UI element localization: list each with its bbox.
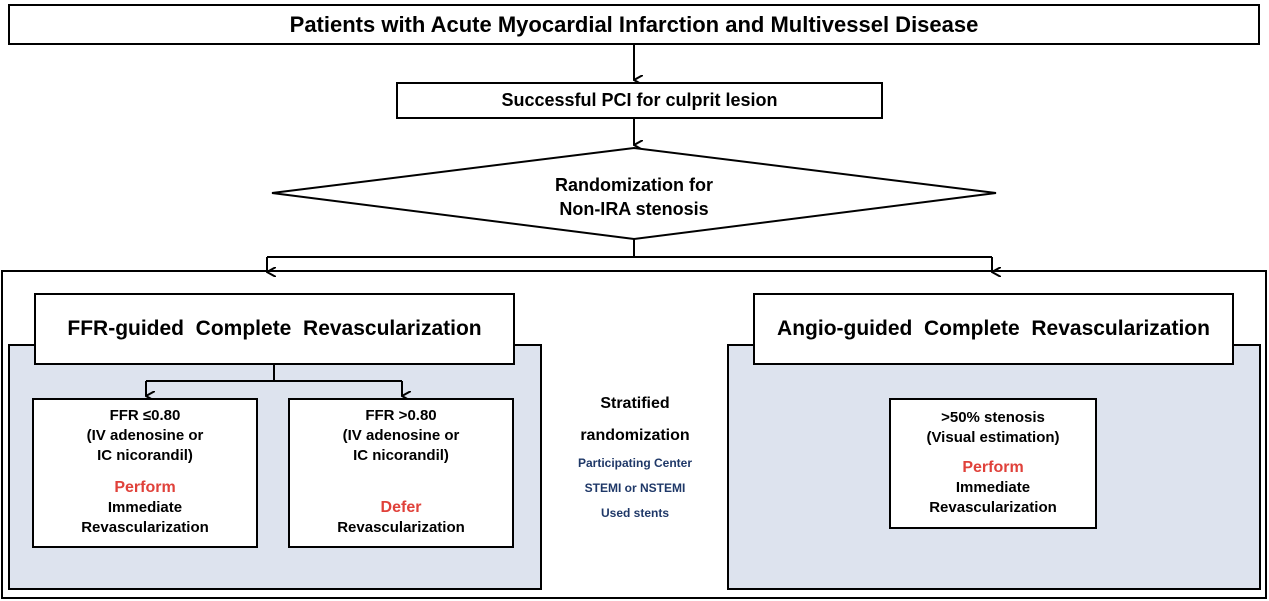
ffr-defer-box: FFR >0.80 (IV adenosine or IC nicorandil… <box>288 398 514 548</box>
ffr-title-box: FFR-guided Complete Revascularization <box>34 293 515 365</box>
angio-detail1: Immediate <box>955 479 1031 496</box>
angio-title-box: Angio-guided Complete Revascularization <box>753 293 1234 365</box>
angio-title: Angio-guided Complete Revascularization <box>777 317 1210 340</box>
ffr-left-line2: (IV adenosine or <box>86 427 204 444</box>
angio-perform-box: >50% stenosis (Visual estimation) Perfor… <box>889 398 1097 529</box>
angio-action: Perform <box>962 459 1024 476</box>
angio-line1: >50% stenosis <box>941 409 1045 426</box>
stratified-factor-center: Participating Center <box>577 456 693 470</box>
stratified-line2: randomization <box>580 427 690 444</box>
stratified-factor-stemi: STEMI or NSTEMI <box>584 481 686 495</box>
ffr-right-line2: (IV adenosine or <box>342 427 460 444</box>
stratified-randomization: Stratified randomization Participating C… <box>545 393 725 526</box>
ffr-left-detail1: Immediate <box>107 499 183 516</box>
ffr-title: FFR-guided Complete Revascularization <box>67 317 482 340</box>
stratified-line1: Stratified <box>600 395 670 412</box>
randomization-line2: Non-IRA stenosis <box>559 199 709 219</box>
ffr-left-detail2: Revascularization <box>81 519 209 536</box>
ffr-right-line1: FFR >0.80 <box>365 407 437 424</box>
angio-detail2: Revascularization <box>929 499 1057 516</box>
ffr-perform-box: FFR ≤0.80 (IV adenosine or IC nicorandil… <box>32 398 258 548</box>
ffr-right-detail1: Revascularization <box>337 519 465 536</box>
stratified-factor-stents: Used stents <box>600 506 670 520</box>
ffr-left-action: Perform <box>114 479 176 496</box>
angio-line2: (Visual estimation) <box>926 429 1060 446</box>
randomization-line1: Randomization for <box>555 175 713 195</box>
top-title-box: Patients with Acute Myocardial Infarctio… <box>8 4 1260 45</box>
pci-step-label: Successful PCI for culprit lesion <box>501 90 778 110</box>
ffr-right-action: Defer <box>380 499 422 516</box>
top-title: Patients with Acute Myocardial Infarctio… <box>289 11 979 37</box>
randomization-label: Randomization for Non-IRA stenosis <box>500 173 768 221</box>
outer-frame <box>1 270 1267 599</box>
ffr-left-line3: IC nicorandil) <box>97 447 193 464</box>
ffr-left-line1: FFR ≤0.80 <box>109 407 181 424</box>
pci-step-box: Successful PCI for culprit lesion <box>396 82 883 119</box>
ffr-right-line3: IC nicorandil) <box>353 447 449 464</box>
